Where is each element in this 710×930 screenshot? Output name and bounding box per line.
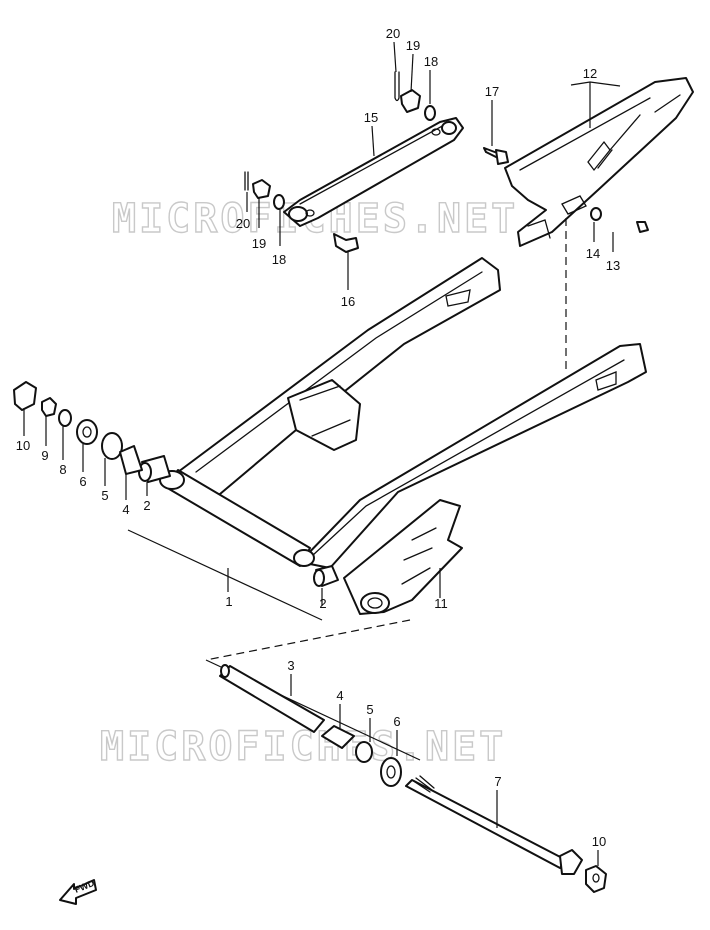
washer-5-bottom — [355, 741, 373, 763]
callout-5-bottom: 5 — [366, 702, 373, 717]
bushing-right-end — [313, 569, 325, 587]
chain-slider — [343, 499, 463, 615]
callout-1: 1 — [225, 594, 232, 609]
bolt-17-head — [495, 149, 509, 165]
callout-4-left: 4 — [122, 502, 129, 517]
callout-10-bottom: 10 — [592, 834, 606, 849]
callout-17: 17 — [485, 84, 499, 99]
callout-16: 16 — [341, 294, 355, 309]
washer-14 — [590, 207, 602, 221]
callout-6-bottom: 6 — [393, 714, 400, 729]
pivot-shaft-assembly — [219, 664, 607, 893]
callout-9: 9 — [41, 448, 48, 463]
washer-upper — [424, 105, 436, 121]
callout-10-left: 10 — [16, 438, 30, 453]
callout-14: 14 — [586, 246, 600, 261]
callout-12: 12 — [583, 66, 597, 81]
callout-5-left: 5 — [101, 488, 108, 503]
watermark-bottom: MICROFICHES.NET — [100, 724, 506, 770]
callout-4-bottom: 4 — [336, 688, 343, 703]
torque-link — [283, 117, 464, 227]
chain-case — [504, 77, 694, 247]
castle-nut-upper — [400, 89, 421, 113]
callout-18-lower: 18 — [272, 252, 286, 267]
callout-19-top: 19 — [406, 38, 420, 53]
left-pivot-hardware — [13, 381, 143, 475]
callout-19-lower: 19 — [252, 236, 266, 251]
callout-2-right: 2 — [319, 596, 326, 611]
fwd-arrow-icon — [59, 879, 97, 905]
callout-6-left: 6 — [79, 474, 86, 489]
callout-20-top: 20 — [386, 26, 400, 41]
cotter-pin-upper — [394, 71, 400, 102]
callout-13: 13 — [606, 258, 620, 273]
callout-11: 11 — [434, 596, 448, 611]
pivot-bolt-7 — [405, 779, 567, 869]
callout-numbers: 20 19 18 17 12 15 20 19 18 16 14 13 10 9… — [16, 26, 620, 849]
exploded-line-pivot — [205, 619, 411, 661]
collar-6-bottom — [380, 757, 402, 787]
nut-10-bottom — [585, 865, 607, 893]
bolt-16 — [333, 233, 359, 253]
swingarm — [159, 257, 647, 569]
pipe-3 — [219, 665, 325, 733]
castle-nut-lower — [252, 179, 271, 199]
bolt-13 — [636, 221, 649, 233]
callout-7: 7 — [494, 774, 501, 789]
washer-8 — [58, 409, 72, 427]
leader-lines — [23, 41, 621, 866]
callout-18-top: 18 — [424, 54, 438, 69]
callout-20-lower: 20 — [236, 216, 250, 231]
callout-3: 3 — [287, 658, 294, 673]
collar-6-left — [76, 419, 98, 445]
callout-8: 8 — [59, 462, 66, 477]
washer-5-left — [101, 432, 123, 460]
sleeve-4-left — [119, 445, 143, 475]
washer-lower — [273, 194, 285, 210]
fwd-arrow: FWD — [59, 878, 97, 905]
callout-15: 15 — [364, 110, 378, 125]
sleeve-4-bottom — [321, 725, 355, 749]
callout-2-left: 2 — [143, 498, 150, 513]
cap-10-left — [13, 381, 37, 411]
cotter-pin-lower — [244, 171, 249, 191]
nut-9 — [41, 397, 57, 417]
hardware-top — [244, 71, 649, 253]
